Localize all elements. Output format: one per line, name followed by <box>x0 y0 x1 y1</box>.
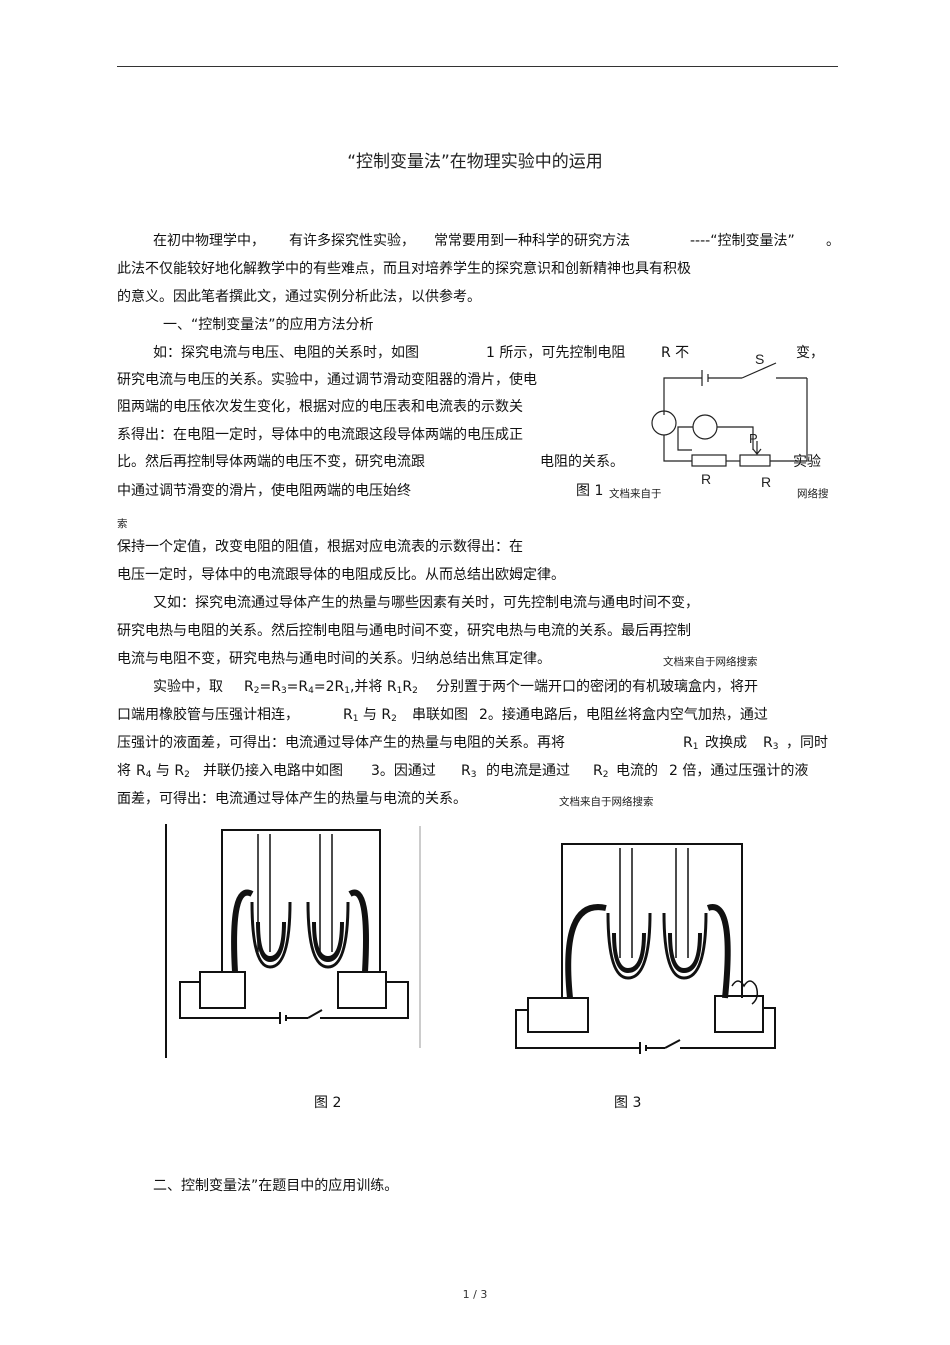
para3-line-4a: 将 <box>117 763 131 779</box>
para3-line-4b: 并联仍接入电路中如图 <box>203 763 343 779</box>
para1-line-2: 研究电流与电压的关系。实验中，通过调节滑动变阻器的滑片，使电 <box>117 372 537 388</box>
para3-r4-r2: R4 与 R2 <box>136 763 190 780</box>
para1-line-1d: 变， <box>796 345 824 361</box>
para3-r3b: R3 <box>461 763 477 780</box>
para1-line-6a: 中通过调节滑变的滑片，使电阻两端的电压始终 <box>117 483 411 499</box>
para2-line-1: 又如：探究电流通过导体产生的热量与哪些因素有关时，可先控制电流与通电时间不变， <box>153 595 699 611</box>
figure-2-drawing <box>165 824 421 1058</box>
fig3-caption: 图 3 <box>614 1095 642 1111</box>
intro-line-1c: 常常要用到一种科学的研究方法 <box>434 233 630 249</box>
para1-line-7: 索 <box>117 518 128 530</box>
intro-line-1e: 。 <box>826 233 840 249</box>
fig1-label-r2: R <box>761 474 771 490</box>
header-rule <box>117 66 838 67</box>
para3-line-4f: 2 倍，通过压强计的液 <box>669 763 809 779</box>
para3-line-1a: 实验中，取 <box>153 679 223 695</box>
para1-line-5b: 电阻的关系。 <box>540 454 624 470</box>
para3-line-1b: 分别置于两个一端开口的密闭的有机玻璃盒内，将开 <box>436 679 758 695</box>
para3-line-4e: 电流的 <box>616 763 658 779</box>
para1-line-3: 阻两端的电压依次发生变化，根据对应的电压表和电流表的示数关 <box>117 399 523 415</box>
para2-line-2: 研究电热与电阻的关系。然后控制电阻与通电时间不变，研究电热与电流的关系。最后再控… <box>117 623 691 639</box>
para1-line-8: 保持一个定值，改变电阻的阻值，根据对应电流表的示数得出：在 <box>117 539 523 555</box>
para1-line-4: 系得出：在电阻一定时，导体中的电流跟这段导体两端的电压成正 <box>117 427 523 443</box>
para3-r2b: R2 <box>593 763 609 780</box>
intro-line-3: 的意义。因此笔者撰此文，通过实例分析此法，以供参考。 <box>117 289 481 305</box>
para3-formula: R2=R3=R4=2R1,并将 R1R2 <box>244 679 418 696</box>
para3-line-3b: 改换成 <box>705 735 747 751</box>
page-title: “控制变量法”在物理实验中的运用 <box>347 152 603 172</box>
para1-line-5a: 比。然后再控制导体两端的电压不变，研究电流跟 <box>117 454 425 470</box>
fig1-label-p: P <box>749 431 758 446</box>
para1-line-5c: 实验 <box>793 454 821 470</box>
para3-line-2a: 口端用橡胶管与压强计相连， <box>117 707 299 723</box>
figure-3-drawing <box>515 843 776 1054</box>
fig1-label-r1: R <box>701 471 711 487</box>
source-note-2: 文档来自于网络搜索 <box>663 656 758 668</box>
para1-line-9: 电压一定时，导体中的电流跟导体的电阻成反比。从而总结出欧姆定律。 <box>117 567 565 583</box>
fig1-caption: 图 1 <box>576 483 604 499</box>
para3-r3: R3 <box>763 735 779 752</box>
page-number: 1 / 3 <box>462 1288 488 1301</box>
para3-line-2c: 2。接通电路后，电阻丝将盒内空气加热，通过 <box>479 707 768 723</box>
intro-line-1d: ----“控制变量法” <box>690 233 795 249</box>
para1-line-6-end: 网络搜 <box>797 488 829 500</box>
para3-line-3c: ，同时 <box>786 735 828 751</box>
source-note-3: 文档来自于网络搜索 <box>559 796 654 808</box>
para3-r1: R1 <box>683 735 699 752</box>
section-2-heading: 二、控制变量法”在题目中的应用训练。 <box>153 1178 399 1194</box>
fig1-label-s: S <box>755 351 764 367</box>
para3-line-5: 面差，可得出：电流通过导体产生的热量与电流的关系。 <box>117 791 467 807</box>
fig2-caption: 图 2 <box>314 1095 342 1111</box>
para1-line-1a: 如：探究电流与电压、电阻的关系时，如图 <box>153 345 419 361</box>
intro-line-1a: 在初中物理学中， <box>153 233 265 249</box>
para1-line-1b: 1 所示，可先控制电阻 <box>486 345 626 361</box>
para3-line-4c: 3。因通过 <box>371 763 436 779</box>
source-note-1: 文档来自于 <box>609 488 662 500</box>
intro-line-1b: 有许多探究性实验， <box>289 233 415 249</box>
para3-line-4d: 的电流是通过 <box>486 763 570 779</box>
figure-1-circuit: S P R R <box>651 351 808 490</box>
intro-line-2: 此法不仅能较好地化解教学中的有些难点，而且对培养学生的探究意识和创新精神也具有积… <box>117 261 691 277</box>
section-1-heading: 一、“控制变量法”的应用方法分析 <box>163 317 374 333</box>
para3-line-3a: 压强计的液面差，可得出：电流通过导体产生的热量与电阻的关系。再将 <box>117 735 565 751</box>
para3-line-2b: 串联如图 <box>412 707 468 723</box>
para1-line-1c: R 不 <box>661 345 690 361</box>
para2-line-3: 电流与电阻不变，研究电热与通电时间的关系。归纳总结出焦耳定律。 <box>117 651 551 667</box>
para3-r1-r2: R1 与 R2 <box>343 707 397 724</box>
